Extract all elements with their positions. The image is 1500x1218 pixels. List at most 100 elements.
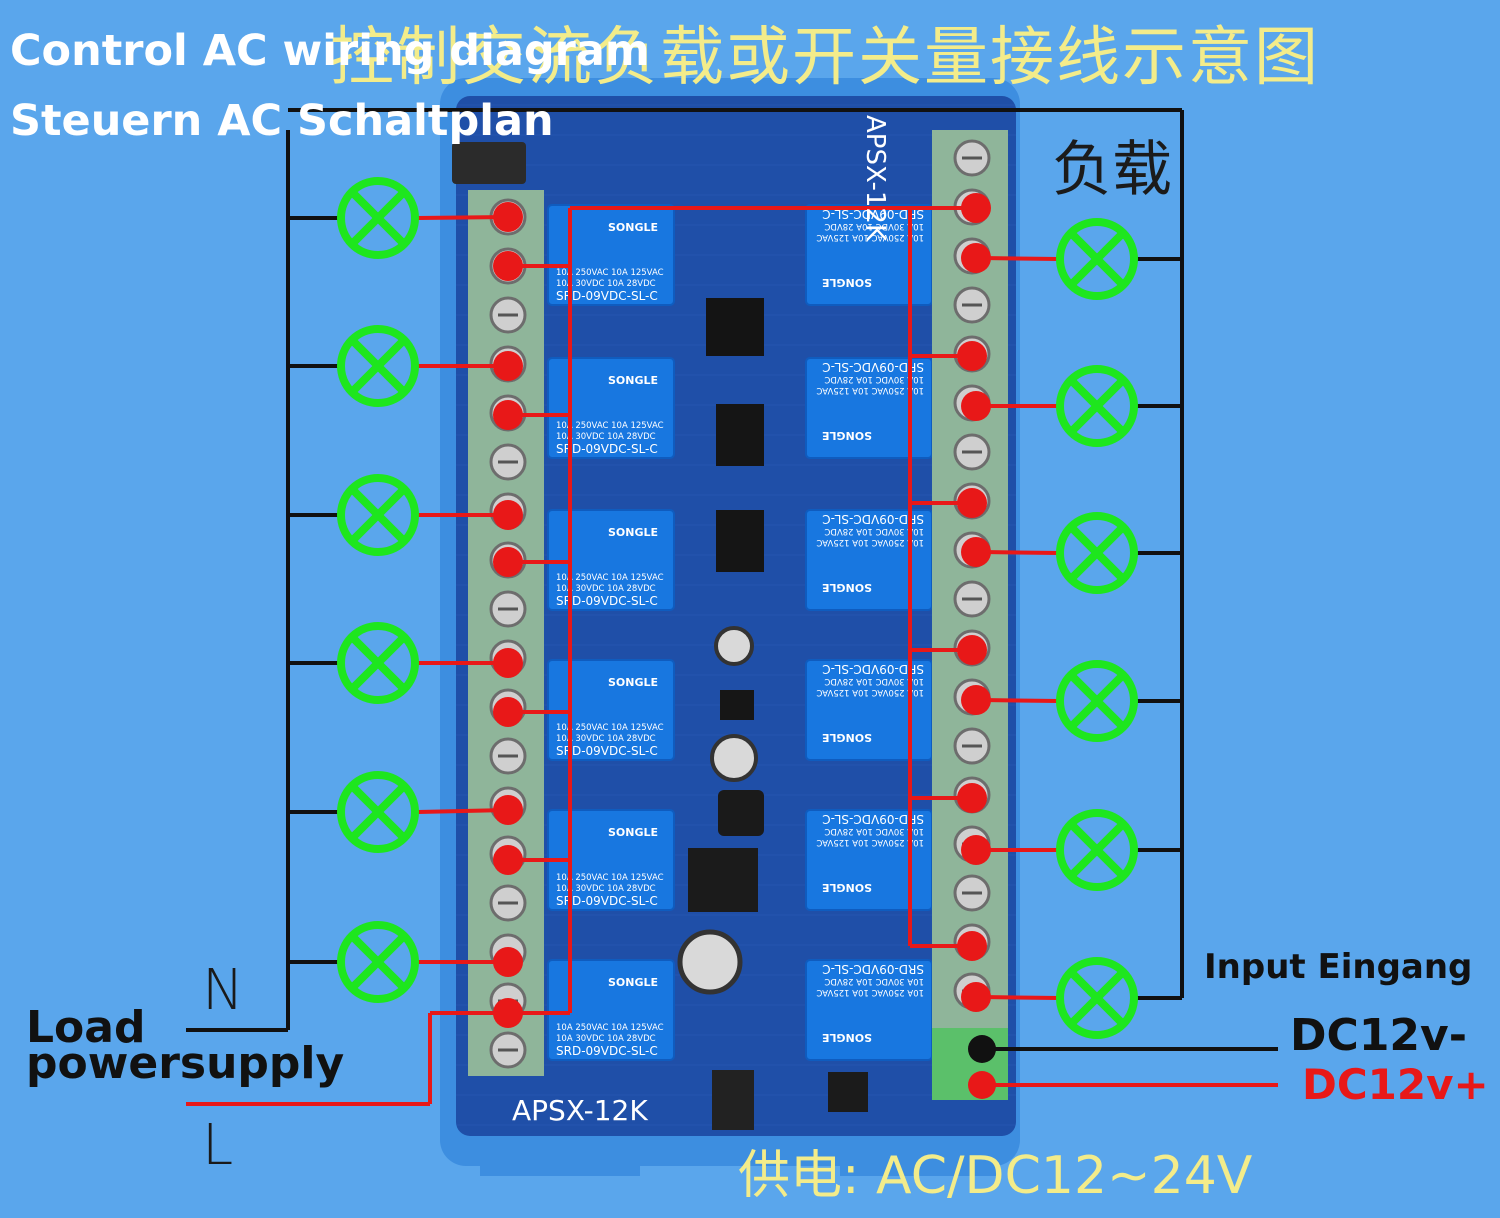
dc-positive-label: DC12v+ <box>1302 1060 1489 1109</box>
lamp <box>1056 365 1138 447</box>
relay-rating-1: 10A 250VAC 10A 125VAC <box>816 232 924 242</box>
board-model-label-side: APSX-12K <box>860 115 890 242</box>
mount-tab-bottom <box>480 1136 640 1176</box>
terminal-strip-left <box>468 190 544 1076</box>
lamp-cross <box>1069 673 1125 729</box>
smd-block <box>828 1072 868 1112</box>
line-label: L <box>202 1113 234 1178</box>
relay-body <box>547 204 675 306</box>
connection-dot <box>957 341 987 371</box>
relay-rating-2: 10A 30VDC 10A 28VDC <box>824 976 924 986</box>
mcu-chip <box>706 298 764 356</box>
connection-dot <box>493 998 523 1028</box>
lamp-load-wire <box>981 698 1059 703</box>
relay-model: SRD-09VDC-SL-C <box>822 512 924 526</box>
capacitor-mid <box>710 734 758 782</box>
lamp <box>337 622 419 704</box>
lamp-ring <box>337 771 419 853</box>
lamp-load-wire <box>981 550 1059 555</box>
lamp-cross <box>350 934 406 990</box>
lamp <box>337 771 419 853</box>
relay-rating-1: 10A 250VAC 10A 125VAC <box>816 987 924 997</box>
relay-brand: SONGLE <box>822 581 872 594</box>
relay-rating-1: 10A 250VAC 10A 125VAC <box>556 268 664 278</box>
connection-dot <box>493 400 523 430</box>
lamp-ring <box>337 177 419 259</box>
relay-rating-1: 10A 250VAC 10A 125VAC <box>556 873 664 883</box>
push-button <box>712 1070 754 1130</box>
lamp <box>1056 218 1138 300</box>
connection-dot <box>493 697 523 727</box>
relay-rating-1: 10A 250VAC 10A 125VAC <box>556 723 664 733</box>
capacitor-large <box>677 929 743 995</box>
supply-voltage-label: 供电: AC/DC12~24V <box>738 1146 1253 1206</box>
lamp-ring <box>337 325 419 407</box>
title-german: Steuern AC Schaltplan <box>10 96 554 146</box>
connection-dot <box>961 537 991 567</box>
connection-dot <box>493 795 523 825</box>
lamp <box>1056 660 1138 742</box>
relay-brand: SONGLE <box>608 526 658 539</box>
relay-brand: SONGLE <box>822 1031 872 1044</box>
relay-model: SRD-09VDC-SL-C <box>556 289 658 303</box>
connection-dot <box>493 845 523 875</box>
connection-dot <box>957 488 987 518</box>
title-english: Control AC wiring diagram <box>10 26 650 76</box>
connection-points <box>493 193 991 1028</box>
connection-dot <box>961 685 991 715</box>
inductor <box>718 790 764 836</box>
lamp-cross <box>1069 970 1125 1026</box>
lamp-cross <box>350 487 406 543</box>
connection-dot <box>957 783 987 813</box>
connection-dot <box>957 931 987 961</box>
connection-dot <box>493 947 523 977</box>
lamp <box>1056 957 1138 1039</box>
relay-rating-1: 10A 250VAC 10A 125VAC <box>816 687 924 697</box>
lamp-load-wire <box>417 215 509 220</box>
relay-brand: SONGLE <box>608 374 658 387</box>
regulator-large <box>688 848 758 912</box>
lamp <box>337 177 419 259</box>
relay-model: SRD-09VDC-SL-C <box>556 442 658 456</box>
connection-dot <box>961 193 991 223</box>
lamp-ring <box>1056 957 1138 1039</box>
driver-chip-1 <box>716 404 764 466</box>
connection-dot <box>961 391 991 421</box>
connection-dot <box>957 635 987 665</box>
relay-rating-1: 10A 250VAC 10A 125VAC <box>816 837 924 847</box>
relay-model: SRD-09VDC-SL-C <box>822 662 924 676</box>
relay-rating-1: 10A 250VAC 10A 125VAC <box>556 573 664 583</box>
connection-dot <box>961 243 991 273</box>
lamp <box>337 325 419 407</box>
relay-model: SRD-09VDC-SL-C <box>822 962 924 976</box>
lamp-ring <box>1056 218 1138 300</box>
relay-brand: SONGLE <box>608 676 658 689</box>
connection-dot <box>493 500 523 530</box>
dc-positive-terminal <box>968 1071 996 1099</box>
relay-rating-2: 10A 30VDC 10A 28VDC <box>824 526 924 536</box>
lamp-load-wire <box>981 995 1059 1000</box>
capacitor-small <box>714 626 754 666</box>
relay-brand: SONGLE <box>822 731 872 744</box>
relay-brand: SONGLE <box>822 276 872 289</box>
relay-model: SRD-09VDC-SL-C <box>556 1044 658 1058</box>
lamp <box>337 921 419 1003</box>
lamp <box>337 474 419 556</box>
lamp-cross <box>350 338 406 394</box>
relay-body <box>547 357 675 459</box>
relay-model: SRD-09VDC-SL-C <box>822 360 924 374</box>
relay-rating-2: 10A 30VDC 10A 28VDC <box>556 279 656 289</box>
dc-negative-label: DC12v- <box>1290 1010 1467 1061</box>
